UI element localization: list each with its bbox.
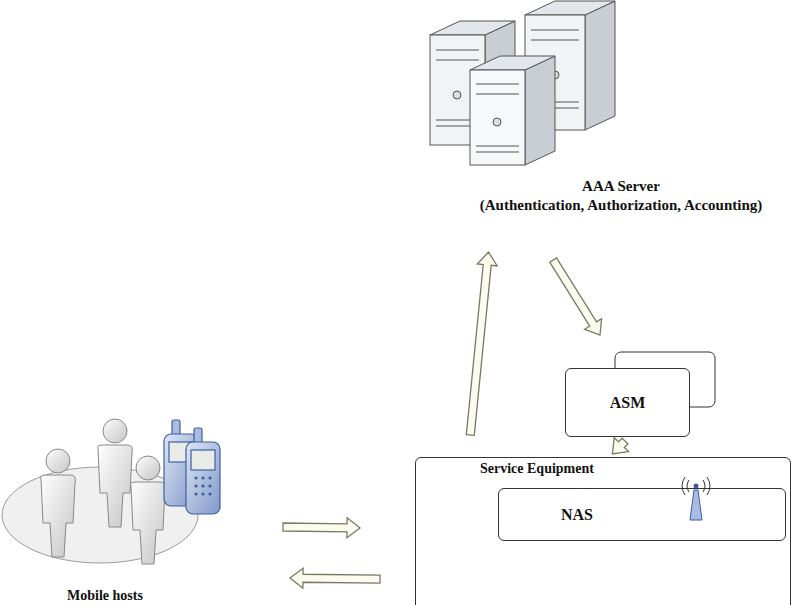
node-label: ASM bbox=[610, 393, 646, 413]
block-arrow bbox=[283, 518, 360, 538]
node-label: Mobile hosts bbox=[67, 587, 143, 605]
process-box: NAS bbox=[498, 488, 786, 541]
node-label: (Authentication, Authorization, Accounti… bbox=[480, 196, 763, 215]
block-arrow bbox=[466, 252, 497, 435]
server-label: AAA Server(Authentication, Authorization… bbox=[440, 172, 802, 220]
process-box: ASM bbox=[565, 368, 690, 437]
host-group: Mobile hosts bbox=[0, 410, 210, 605]
node-label: AAA Server bbox=[582, 177, 660, 196]
block-arrow bbox=[290, 568, 380, 588]
block-arrow bbox=[550, 258, 602, 335]
block-arrow bbox=[612, 438, 628, 454]
antenna-icon bbox=[682, 477, 710, 520]
server-icon bbox=[430, 1, 615, 165]
people-icon bbox=[2, 419, 220, 564]
node-label: Service Equipment bbox=[480, 460, 594, 478]
equipment-box: Service EquipmentNAS bbox=[415, 457, 791, 605]
node-label: NAS bbox=[561, 505, 593, 525]
